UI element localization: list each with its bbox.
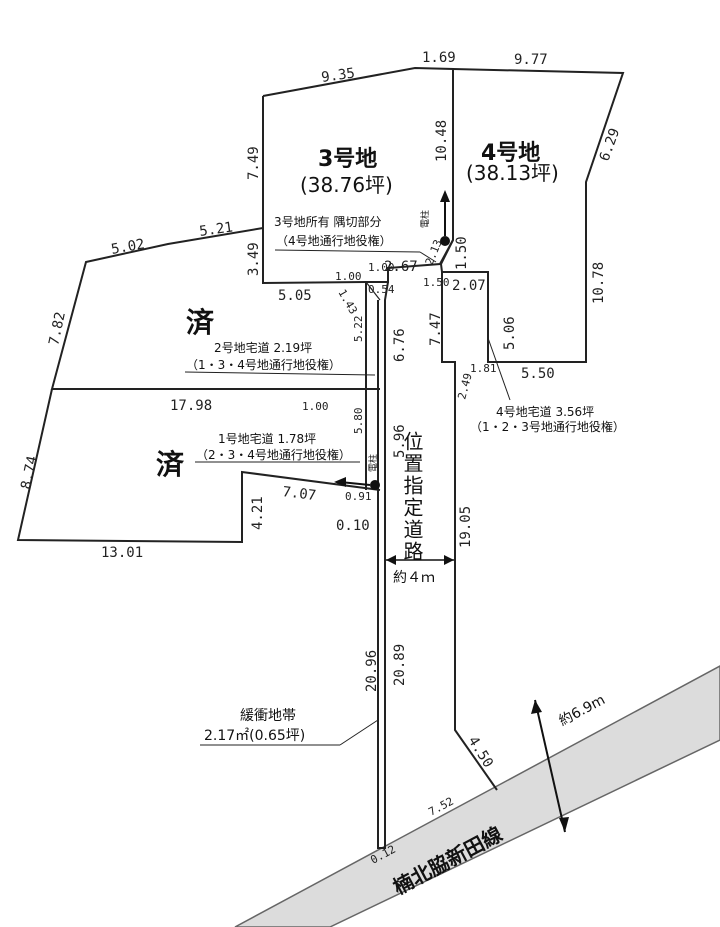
- dim-label: 1.69: [422, 50, 456, 66]
- dim-label: 1.50: [423, 276, 450, 289]
- arrow-left-icon: [334, 477, 346, 487]
- lot3-name: 3号地: [318, 147, 377, 172]
- dim-label: 9.77: [514, 52, 548, 68]
- pole-label: 電柱: [419, 210, 431, 228]
- lot2-sold-mark: 済: [186, 306, 215, 339]
- dim-label: 7.47: [428, 312, 444, 346]
- dim-label: 17.98: [170, 398, 212, 414]
- street-width-arrow: [534, 699, 566, 833]
- pole-label: 電柱: [367, 454, 379, 472]
- dim-label: 20.89: [392, 644, 408, 686]
- dim-label: 7.07: [282, 484, 317, 504]
- arrow-up-icon: [440, 190, 450, 202]
- designated-road-label: 位置指定道路: [400, 431, 424, 563]
- lot4-area: (38.13坪): [466, 161, 559, 185]
- note-lot4-drive-2: （1・2・3号地通行地役権）: [470, 419, 625, 434]
- dim-label: 1.43: [335, 287, 360, 316]
- dim-label: 20.96: [364, 650, 380, 692]
- dim-label: 0.91: [345, 490, 372, 503]
- note-lot4-drive-1: 4号地宅道 3.56坪: [496, 404, 594, 419]
- dim-label: 2.07: [452, 278, 486, 294]
- note-lot3-corner-2: （4号地通行地役権）: [276, 233, 392, 248]
- lot4-name: 4号地: [481, 141, 540, 166]
- dim-label: 7.82: [46, 311, 69, 347]
- lot3-area: (38.76坪): [300, 173, 393, 197]
- road-width-label: 約４ｍ: [393, 570, 435, 586]
- note-lot2-drive-2: （1・3・4号地通行地役権）: [186, 357, 341, 372]
- road-left-boundary: [377, 281, 389, 849]
- street-band: [234, 665, 720, 927]
- dim-label: 0.54: [368, 283, 395, 296]
- driveway-corner: [365, 281, 381, 301]
- dim-label: 1.00: [302, 400, 329, 413]
- dim-label: 1.50: [454, 236, 470, 270]
- lot4-boundary: [439, 68, 625, 363]
- dim-label: 6.29: [597, 126, 624, 163]
- dim-label: 1.00: [368, 261, 395, 274]
- note-lot2-drive-1: 2号地宅道 2.19坪: [214, 340, 312, 355]
- note-lot1-drive-2: （2・3・4号地通行地役権）: [196, 447, 351, 462]
- dim-label: 5.02: [110, 236, 146, 258]
- utility-pole: [370, 480, 380, 490]
- dim-label: 8.74: [18, 455, 41, 491]
- dim-label: 2.49: [455, 372, 474, 401]
- dim-label: 19.05: [458, 506, 474, 548]
- road-right-boundary: [441, 272, 498, 791]
- note-buffer-1: 緩衝地帯: [240, 708, 296, 724]
- note-lot1-drive-1: 1号地宅道 1.78坪: [218, 431, 316, 446]
- lot2-boundary: [50, 227, 380, 390]
- dim-label: 13.01: [101, 545, 143, 561]
- dim-label: 5.50: [521, 366, 555, 382]
- dim-label: 1.00: [335, 270, 362, 283]
- dim-label: 5.80: [352, 408, 365, 435]
- utility-pole: [440, 236, 450, 246]
- dim-label: 9.35: [320, 65, 356, 86]
- dim-label: 2.67: [384, 259, 418, 275]
- note-buffer-2: 2.17㎡(0.65坪): [204, 728, 305, 744]
- dim-label: 5.22: [352, 316, 365, 343]
- lot1-sold-mark: 済: [156, 448, 185, 481]
- dim-label: 3.49: [246, 242, 262, 276]
- dim-label: 5.05: [278, 288, 312, 304]
- dim-label: 5.96: [392, 424, 408, 458]
- dim-label: 7.49: [246, 146, 262, 180]
- lot3-boundary: [262, 66, 454, 285]
- dim-label: 4.21: [250, 496, 266, 530]
- dim-label: 5.06: [502, 316, 518, 350]
- dim-label: 10.78: [591, 262, 607, 304]
- note-lot3-corner-1: 3号地所有 隅切部分: [274, 214, 381, 229]
- dim-label: 6.76: [392, 328, 408, 362]
- lot1-boundary: [16, 388, 381, 544]
- dim-label: 5.21: [198, 219, 234, 240]
- street-width-label: 約6.9m: [556, 692, 608, 730]
- dim-label: 10.48: [434, 120, 450, 162]
- dim-label: 1.81: [470, 362, 497, 375]
- dim-label: 0.10: [336, 518, 370, 534]
